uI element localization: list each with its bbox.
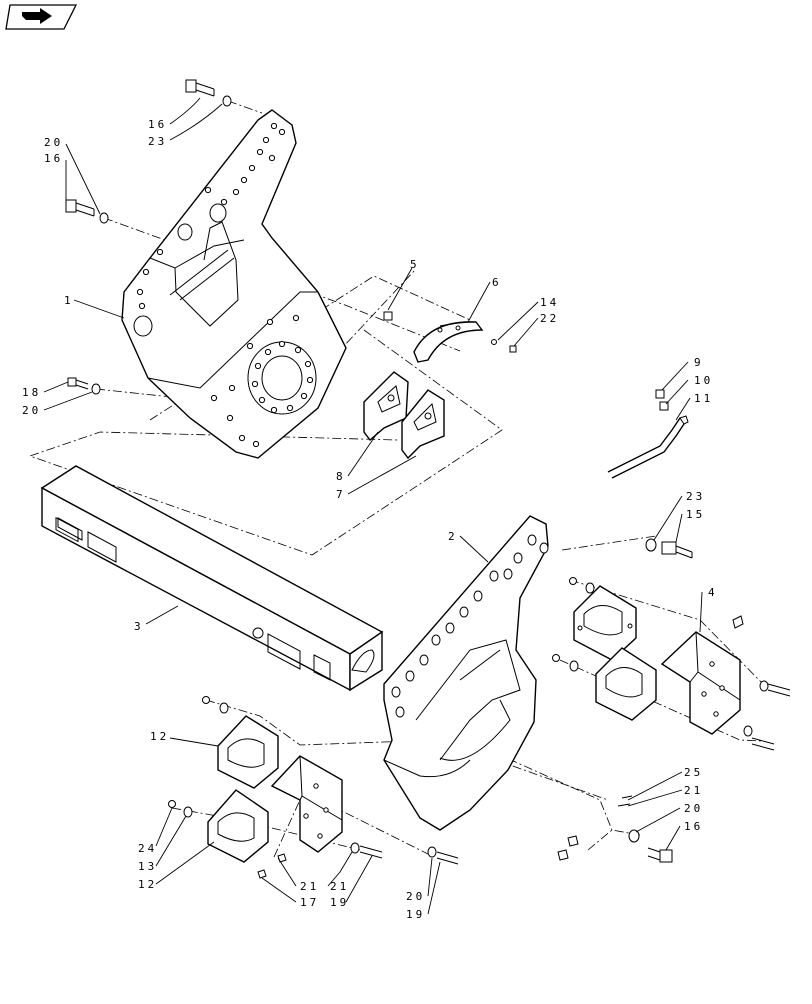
callout-17: 17 [300,896,319,909]
callout-20: 20 [406,890,425,903]
callout-5: 5 [410,258,420,271]
callout-16: 16 [684,820,703,833]
callout-2: 2 [448,530,458,543]
bolt-16-top [185,79,232,107]
callout-10: 10 [694,374,713,387]
callout-21: 21 [300,880,319,893]
bolt-16-left [65,199,109,224]
callout-18: 18 [22,386,41,399]
callout-4: 4 [708,586,718,599]
callout-23: 23 [686,490,705,503]
callout-6: 6 [492,276,502,289]
callout-16: 16 [148,118,167,131]
callout-14: 14 [540,296,559,309]
bracket-8 [363,371,409,442]
callout-12: 12 [150,730,169,743]
callout-16: 16 [44,152,63,165]
rubber-pad-12-lower [207,789,269,863]
callout-13: 13 [138,860,157,873]
bolt-15 [645,538,693,559]
callout-23: 23 [148,135,167,148]
rubber-pad-upper [573,585,637,661]
callout-21: 21 [684,784,703,797]
callout-3: 3 [134,620,144,633]
callout-22: 22 [540,312,559,325]
next-page-arrow-icon[interactable] [5,4,78,30]
callout-7: 7 [336,488,346,501]
callout-24: 24 [138,842,157,855]
screw-14-22 [491,339,517,353]
callout-25: 25 [684,766,703,779]
right-nuts-washers [552,577,791,751]
right-lower-hardware [557,795,673,863]
callout-11: 11 [694,392,713,405]
lower-bracket-plate-2 [383,515,549,831]
hose-11 [607,389,689,479]
mount-bracket-4 [660,631,741,735]
callout-19: 19 [406,908,425,921]
callout-labels: 16 23 20 16 1 5 6 14 22 18 20 9 10 11 8 … [22,118,718,921]
callout-20: 20 [684,802,703,815]
curved-guard-6 [413,321,484,363]
callout-19: 19 [330,896,349,909]
leader-lines [43,97,703,915]
callout-9: 9 [694,356,704,369]
callout-12: 12 [138,878,157,891]
callout-8: 8 [336,470,346,483]
nut-5 [383,311,393,321]
tube-beam-3 [40,465,384,692]
left-nuts-washers [168,696,459,879]
callout-20: 20 [44,136,63,149]
callout-20: 20 [22,404,41,417]
rubber-pad-12-upper [217,715,279,789]
upper-mounting-plate [121,109,347,459]
callout-21: 21 [330,880,349,893]
callout-15: 15 [686,508,705,521]
bolt-18-left [67,377,101,395]
rubber-pad-lower [595,647,657,721]
bracket-7 [401,389,445,460]
lower-mount-bracket [270,755,343,853]
callout-1: 1 [64,294,74,307]
